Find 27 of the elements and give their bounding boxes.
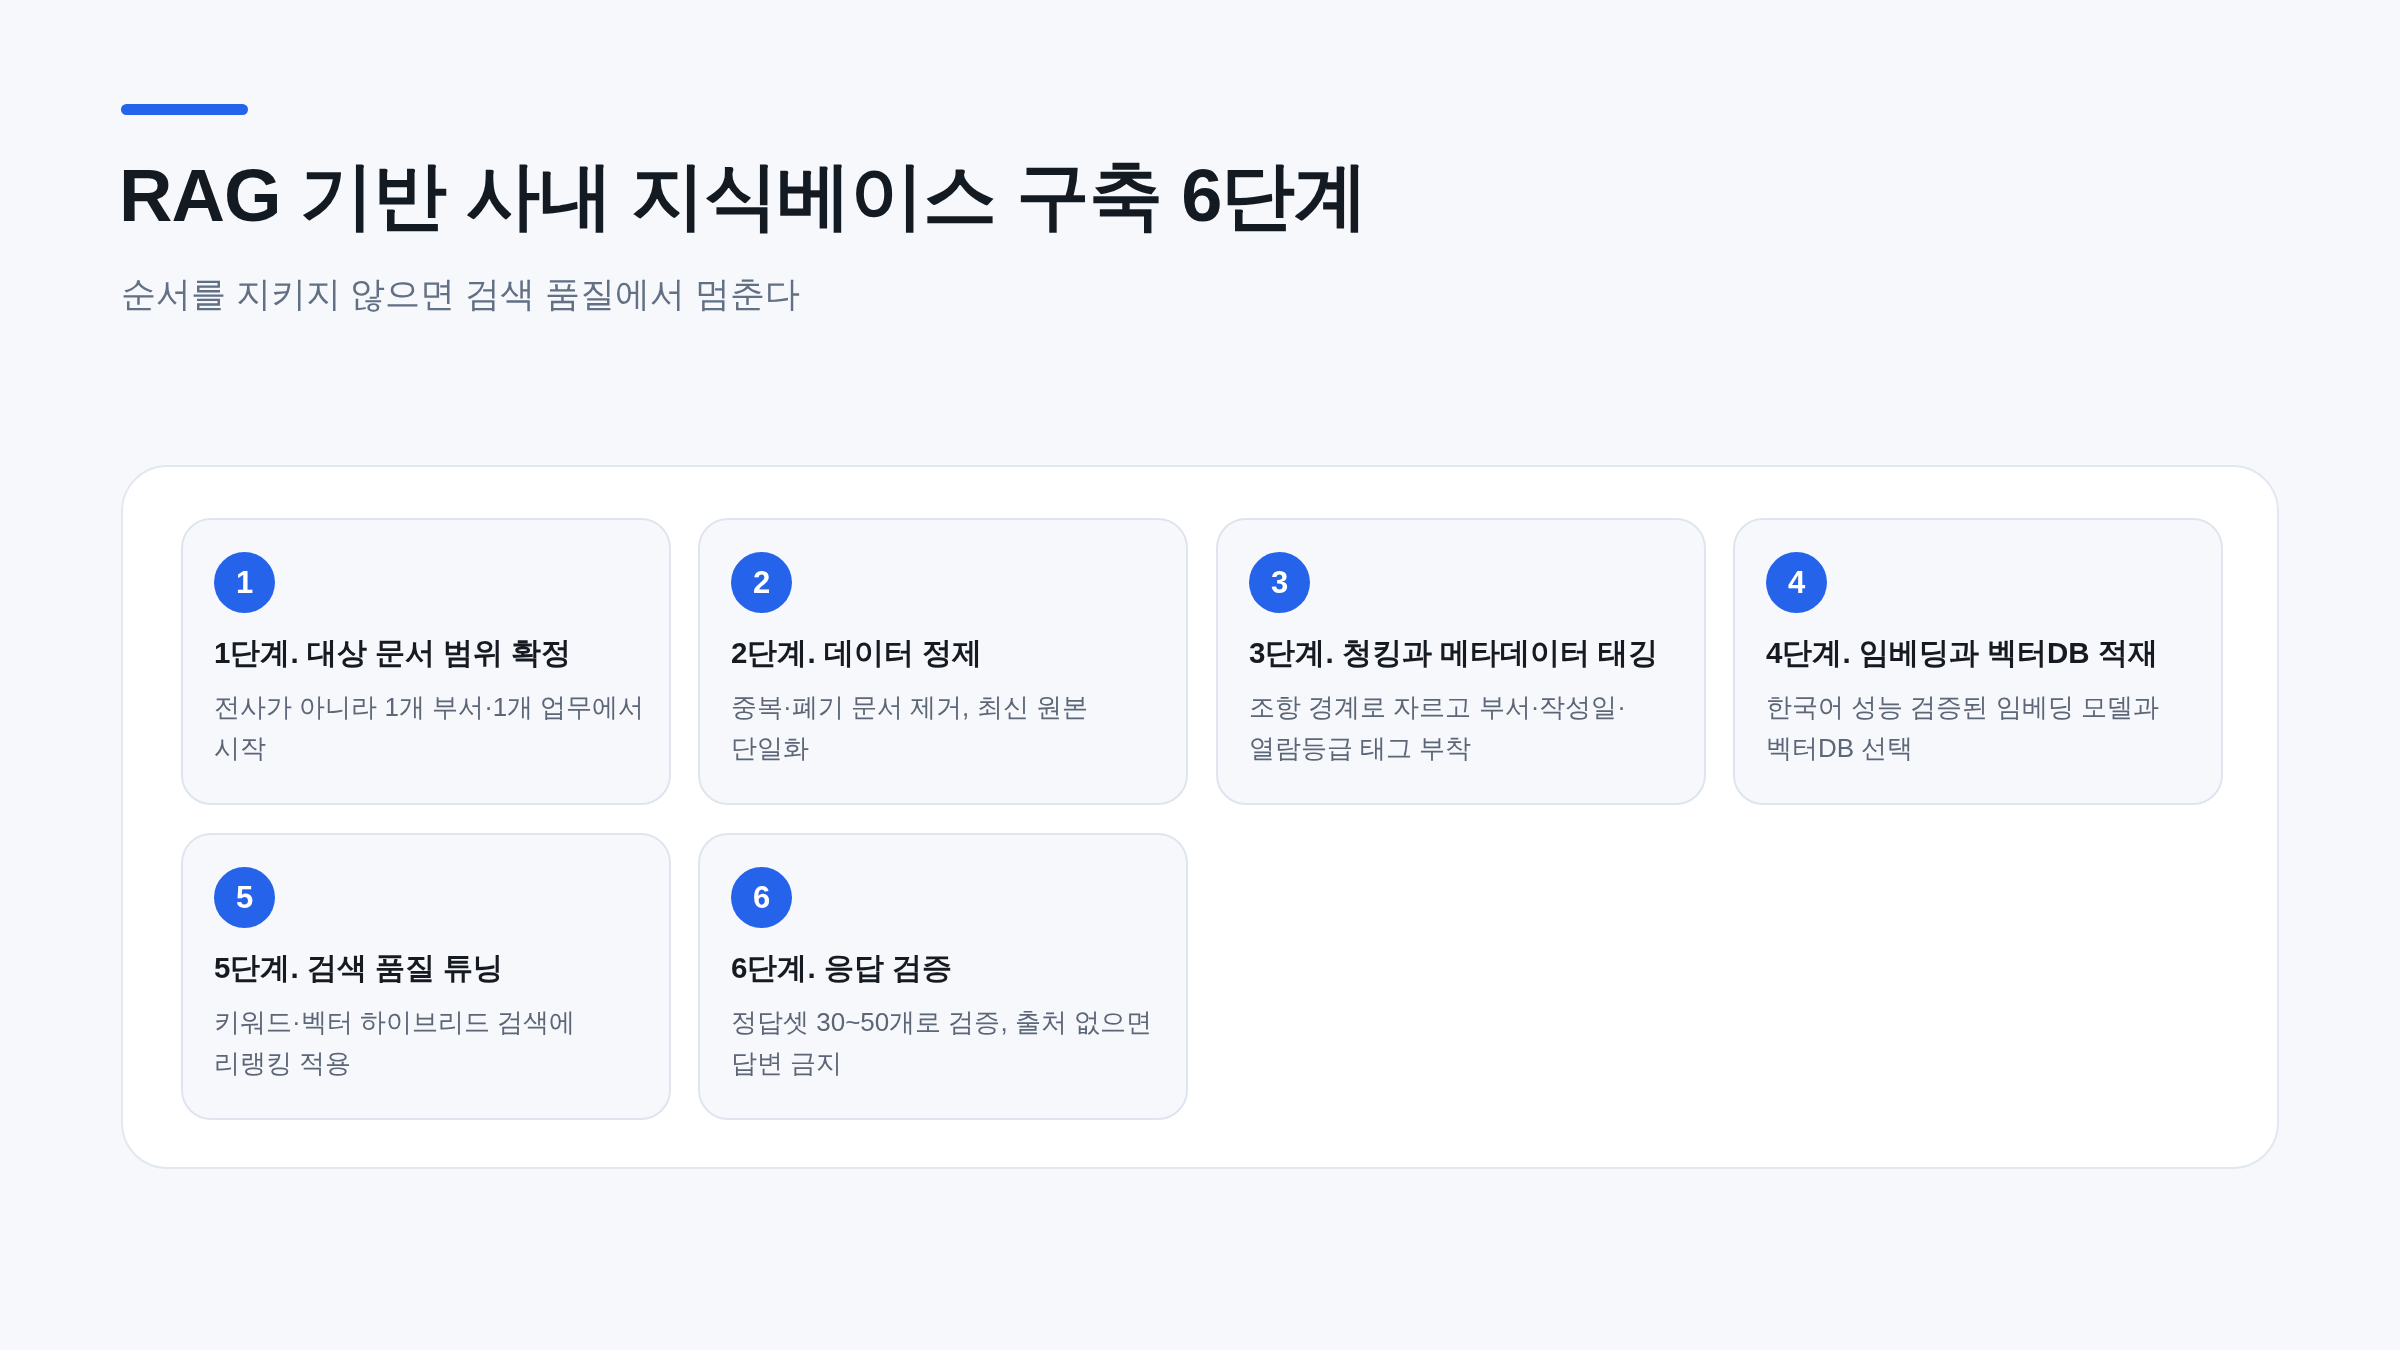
step-number: 4 — [1766, 552, 1827, 613]
step-title: 5단계. 검색 품질 튜닝 — [214, 950, 504, 986]
step-description: 중복·폐기 문서 제거, 최신 원본 단일화 — [731, 691, 1089, 765]
step-number: 6 — [731, 867, 792, 928]
step-number: 3 — [1249, 552, 1310, 613]
step-card — [698, 833, 1188, 1120]
step-title: 1단계. 대상 문서 범위 확정 — [214, 635, 572, 671]
step-card — [181, 518, 671, 805]
step-description: 전사가 아니라 1개 부서·1개 업무에서 시작 — [214, 691, 646, 765]
step-number: 2 — [731, 552, 792, 613]
step-description: 키워드·벡터 하이브리드 검색에 리랭킹 적용 — [214, 1006, 577, 1080]
step-number: 5 — [214, 867, 275, 928]
title: RAG 기반 사내 지식베이스 구축 6단계 — [119, 158, 1368, 234]
step-card — [698, 518, 1188, 805]
step-card — [1733, 518, 2223, 805]
step-title: 2단계. 데이터 정제 — [731, 635, 982, 671]
subtitle: 순서를 지키지 않으면 검색 품질에서 멈춘다 — [121, 274, 800, 314]
step-description: 한국어 성능 검증된 임베딩 모델과 벡터DB 선택 — [1766, 691, 2160, 765]
step-card — [1216, 518, 1706, 805]
panel — [121, 465, 2279, 1169]
step-title: 6단계. 응답 검증 — [731, 950, 952, 986]
step-description: 정답셋 30~50개로 검증, 출처 없으면 답변 금지 — [731, 1006, 1154, 1080]
step-description: 조항 경계로 자르고 부서·작성일·열람등급 태그 부착 — [1249, 691, 1627, 765]
step-number: 1 — [214, 552, 275, 613]
step-card — [181, 833, 671, 1120]
step-title: 3단계. 청킹과 메타데이터 태깅 — [1249, 635, 1659, 671]
step-title: 4단계. 임베딩과 벡터DB 적재 — [1766, 635, 2158, 671]
